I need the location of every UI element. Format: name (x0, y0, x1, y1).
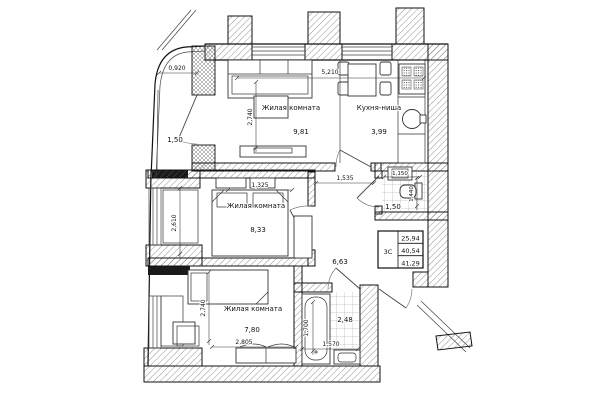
kitchen-name: Кухня-ниша (357, 104, 401, 112)
living-room-area: 9,81 (293, 128, 309, 136)
balcony-door (177, 94, 198, 145)
left-window-bedroom2 (148, 295, 184, 349)
dining-table-icon (337, 61, 392, 97)
dim-living-width: 5,210 (321, 69, 338, 76)
dim-bed1-niche: 1,325 (251, 182, 268, 189)
entrance-door (378, 288, 413, 309)
left-window-bedroom1 (148, 187, 199, 246)
area-living-total: 25,94 (401, 235, 420, 243)
dim-wc-depth: 1,440 (409, 186, 415, 202)
bed1-icon (211, 177, 289, 257)
building-edge (156, 9, 197, 51)
sofa-icon (227, 59, 313, 99)
bedroom1-area: 8,33 (250, 226, 266, 234)
labels: 0,920 1,50 Жилая комната 9,81 5,210 2,74… (166, 64, 416, 349)
wc-toilet-icon (399, 182, 423, 200)
dim-wc-width: 1,150 (392, 171, 408, 177)
bath-area: 2,48 (337, 316, 353, 324)
toilet-icon (333, 349, 361, 365)
living-room-name: Жилая комната (262, 104, 320, 112)
desk-icon (235, 343, 297, 364)
unit-type: 3С (384, 248, 393, 256)
hall-area: 6,63 (332, 258, 348, 266)
dim-bed2-width: 2,805 (235, 339, 252, 346)
bath-floor (330, 292, 360, 348)
dim-bath-length: 1,700 (303, 319, 310, 336)
bathroom-door (327, 267, 361, 290)
area-apartment: 40,54 (401, 247, 420, 255)
bedroom2-area: 7,80 (244, 326, 260, 334)
dim-bed1-depth: 2,610 (171, 214, 178, 231)
dim-bath-width: 1,570 (322, 341, 339, 348)
kitchen-sink-icon (402, 109, 427, 129)
dim-bed2-depth: 2,740 (200, 299, 207, 316)
dim-balcony-width: 0,920 (168, 65, 185, 72)
balcony-area: 1,50 (167, 136, 183, 144)
tv-stand-icon (239, 145, 307, 158)
outside-corridor (416, 300, 473, 353)
bed2-icon (187, 269, 269, 305)
apartment-info-table: 3С 25,94 40,54 41,29 (377, 230, 424, 269)
dim-living-depth: 2,740 (247, 108, 254, 125)
bedroom2-name: Жилая комната (224, 305, 282, 313)
living-room-door (335, 149, 372, 168)
top-window-right (342, 46, 392, 56)
bedroom1-name: Жилая комната (227, 202, 285, 210)
top-window-left (252, 46, 305, 56)
kitchen-counter (397, 59, 426, 164)
wc-door (356, 175, 380, 208)
furniture (172, 59, 427, 365)
stove-icon (398, 63, 426, 95)
bathtub-icon (301, 293, 331, 365)
coffee-table-icon (253, 95, 289, 119)
nightstand-icon (172, 321, 200, 347)
area-with-balcony: 41,29 (401, 259, 420, 267)
kitchen-area: 3,99 (371, 128, 387, 136)
lintel-mark-2 (148, 266, 190, 275)
dimension-lines (156, 70, 427, 355)
wardrobe-icon (293, 215, 313, 259)
wc-area: 1,50 (385, 203, 401, 211)
dim-hall-width: 1,535 (336, 175, 353, 182)
